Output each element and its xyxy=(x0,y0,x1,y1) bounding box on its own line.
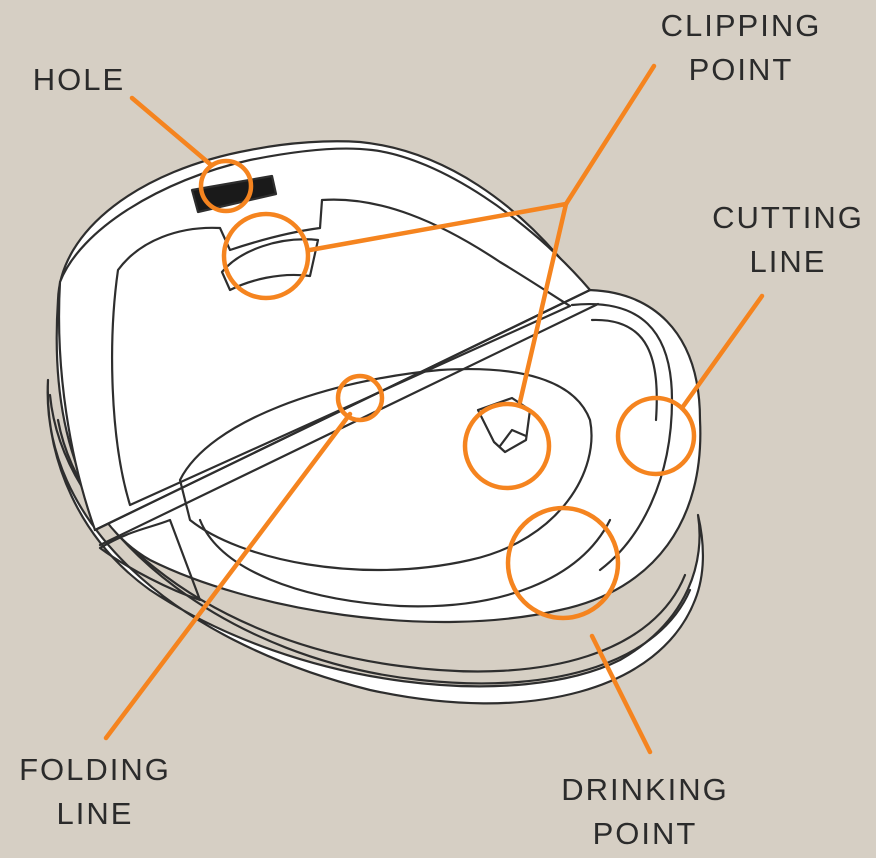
clipping-leader-line xyxy=(563,63,657,207)
lid-base-rim xyxy=(46,378,704,705)
cutting-leader-line xyxy=(679,293,765,411)
drinking-point-label: DRINKING POINT xyxy=(538,768,752,856)
cutting-line-label: CUTTING LINE xyxy=(700,196,876,284)
folding-line-label-line1: FOLDING xyxy=(19,752,171,787)
hole-label-line1: HOLE xyxy=(32,62,126,97)
clipping-callout-circle-top xyxy=(221,211,311,301)
clipping-callout-circle-inner xyxy=(462,401,552,491)
clip-detail-inner xyxy=(476,396,532,454)
clipping-leader-branch-inner xyxy=(517,201,569,405)
cutting-line-label-line1: CUTTING xyxy=(712,200,864,235)
hole-leader-line xyxy=(129,95,213,167)
callouts xyxy=(103,63,765,755)
inner-recess-wall xyxy=(198,518,612,608)
folding-callout-circle xyxy=(335,373,385,423)
drinking-leader-line xyxy=(589,633,653,755)
drinking-point-label-line2: POINT xyxy=(592,816,698,851)
clipping-point-label: CLIPPING POINT xyxy=(628,4,854,92)
folding-line-label: FOLDING LINE xyxy=(0,748,190,836)
clipping-point-label-line2: POINT xyxy=(688,52,794,87)
flap-fold-edge-2 xyxy=(98,302,600,547)
hole-callout-circle xyxy=(198,158,254,214)
folding-leader-line xyxy=(103,411,353,741)
cutting-line-label-line2: LINE xyxy=(749,244,827,279)
drinking-callout-circle xyxy=(505,505,621,621)
hole-label: HOLE xyxy=(20,58,138,102)
cutting-callout-circle xyxy=(615,395,697,477)
clip-detail-inner-notch xyxy=(498,428,528,448)
clipping-point-label-line1: CLIPPING xyxy=(660,8,822,43)
drinking-point-label-line1: DRINKING xyxy=(561,772,729,807)
clipping-leader-branch-top xyxy=(307,201,569,253)
left-tab xyxy=(98,518,202,602)
inner-recess xyxy=(178,367,593,572)
clip-detail-top xyxy=(220,238,320,292)
lid-flap xyxy=(57,147,592,532)
lid-hole xyxy=(190,174,278,214)
folding-line-label-line2: LINE xyxy=(56,796,134,831)
lid-illustration xyxy=(46,140,704,705)
